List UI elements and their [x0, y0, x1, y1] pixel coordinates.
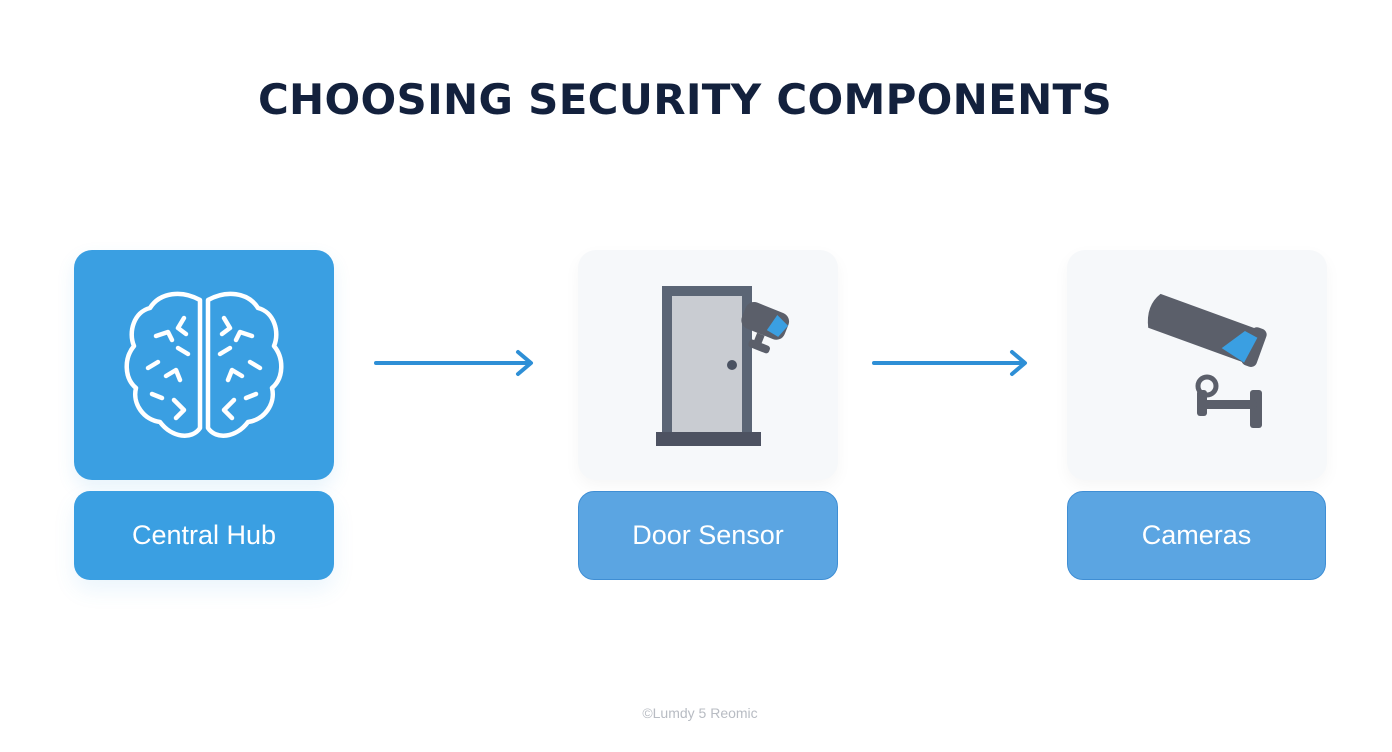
door-sensor-card	[578, 250, 838, 480]
brain-icon	[124, 291, 284, 438]
arrow-right-icon	[374, 350, 533, 376]
central-hub-label: Central Hub	[74, 491, 334, 580]
cameras-label: Cameras	[1067, 491, 1326, 580]
cameras-card	[1067, 250, 1327, 480]
footer-credit: ©Lumdy 5 Reomic	[642, 705, 758, 721]
central-hub-card	[74, 250, 334, 480]
door-sensor-icon	[656, 286, 790, 446]
page-title: CHOOSING SECURITY COMPONENTS	[257, 75, 1113, 124]
security-camera-icon	[1147, 293, 1267, 428]
arrow-right-icon	[872, 350, 1027, 376]
door-sensor-label: Door Sensor	[578, 491, 838, 580]
